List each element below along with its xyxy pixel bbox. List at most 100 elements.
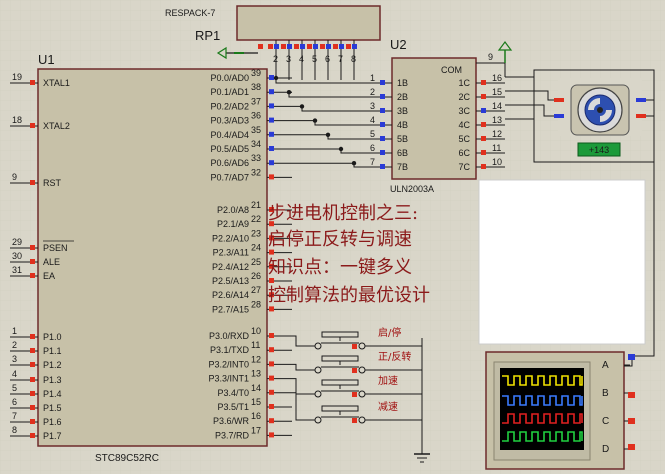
u1-pin-state (269, 221, 274, 227)
bus-wire (292, 120, 368, 126)
rp1-pin-state (326, 44, 331, 49)
u1-pin-state (30, 80, 35, 85)
junction-dot (299, 104, 305, 109)
junction-dot (286, 90, 292, 95)
rp1-pin-number: 3 (286, 54, 291, 64)
u2-pin-state (481, 136, 486, 141)
u2-input-pin-number: 6 (370, 143, 375, 153)
u1-pin-number: 19 (12, 72, 22, 82)
u1-pin-number: 32 (251, 167, 261, 177)
u1-pin-name: P2.7/A15 (212, 304, 249, 314)
u1-pin-name: P2.2/A10 (212, 233, 249, 243)
push-button-3[interactable]: 加速 (314, 375, 422, 398)
push-button-4[interactable]: 减速 (314, 401, 422, 424)
button-state (352, 344, 357, 349)
rp1-pin-number: 8 (351, 54, 356, 64)
u2-output-pin-number: 14 (492, 101, 502, 111)
button-label: 减速 (378, 401, 398, 413)
u1-pin-name: P3.0/RXD (209, 331, 250, 341)
u2-pin-state (481, 150, 486, 155)
u1-pin-name: P3.1/TXD (210, 345, 250, 355)
title-line-1: 步进电机控制之三: (268, 203, 418, 224)
scope-screen (500, 368, 584, 450)
button-contact (358, 342, 366, 350)
push-button-2[interactable]: 正/反转 (314, 350, 422, 374)
scope-probe-pin (628, 392, 635, 398)
motor-coil-pin (636, 98, 646, 102)
motor-coil-pin (554, 114, 564, 118)
u2-input-pin-number: 1 (370, 73, 375, 83)
u2-input-pin-number: 4 (370, 115, 375, 125)
button-ground-wiring (414, 338, 430, 463)
rp1-power-arrow (216, 46, 227, 60)
u1-pin-name: P1.3 (43, 375, 62, 385)
button-state (352, 392, 357, 397)
u2-input-name: 3B (397, 106, 408, 116)
title-line-4: 控制算法的最优设计 (268, 285, 430, 306)
u1-pin-number: 35 (251, 125, 261, 135)
u1-pin-name: P0.2/AD2 (210, 101, 249, 111)
rp1-pin-number: 6 (325, 54, 330, 64)
u1-pin-state (30, 334, 35, 339)
stepper-motor[interactable]: +143 (533, 69, 655, 163)
button-contact (314, 390, 322, 398)
button-cap (321, 379, 359, 386)
u1-pin-name: PSEN (43, 243, 68, 253)
u1-pin-state (30, 362, 35, 367)
u1-pin-number: 13 (251, 369, 261, 379)
button-state (352, 418, 357, 423)
push-button-1[interactable]: 启/停 (314, 326, 422, 350)
u1-pin-number: 9 (12, 172, 17, 182)
u1-pin-number: 33 (251, 153, 261, 163)
u1-microcontroller[interactable]: U1 STC89C52RC 19XTAL118XTAL29RST29PSEN30… (10, 52, 292, 464)
junction-dot (351, 161, 357, 166)
title-block: 步进电机控制之三: 启停正反转与调速 知识点：一键多义 控制算法的最优设计 (268, 203, 430, 306)
rp1-pin-number: 2 (273, 54, 278, 64)
motor-shaft (597, 107, 603, 113)
button-signal-wire (292, 363, 315, 371)
u1-pin-state (269, 389, 274, 395)
u2-output-name: 6C (458, 148, 470, 158)
scope-trace-1 (502, 375, 583, 386)
u1-pin-state (269, 404, 274, 409)
u1-pin-number: 29 (12, 237, 22, 247)
u2-ref-label: U2 (390, 37, 407, 52)
u1-pin-state (269, 306, 274, 312)
u1-pin-state (30, 123, 35, 128)
u1-pin-state (30, 419, 35, 424)
u2-input-name: 5B (397, 134, 408, 144)
button-contact (358, 366, 366, 374)
button-label: 加速 (378, 375, 398, 387)
u1-pin-number: 12 (251, 354, 261, 364)
p0-bus-wires (273, 75, 368, 168)
u1-pin-number: 25 (251, 257, 261, 267)
u2-output-pin-number: 13 (492, 115, 502, 125)
button-signal-wire (292, 392, 315, 421)
u2-output-pin-number: 16 (492, 73, 502, 83)
u1-pin-state (269, 146, 274, 151)
title-line-3: 知识点：一键多义 (268, 257, 412, 278)
u2-input-name: 2B (397, 92, 408, 102)
u2-input-name: 7B (397, 162, 408, 172)
rp1-pin-state (320, 44, 325, 49)
button-cap (321, 331, 359, 338)
u1-pin-state (269, 75, 274, 80)
u2-input-pin-number: 5 (370, 129, 375, 139)
u1-pin-number: 23 (251, 228, 261, 238)
u1-pin-number: 24 (251, 243, 261, 253)
scope-probe-pin (628, 418, 635, 424)
u2-pin-state (380, 164, 385, 169)
u2-pin-state (380, 80, 385, 85)
u1-pin-name: P1.1 (43, 346, 62, 356)
u1-pin-name: P1.0 (43, 332, 62, 342)
rp1-pin-state (307, 44, 312, 49)
scope-channel-label: B (602, 388, 609, 399)
u1-pin-number: 16 (251, 411, 261, 421)
u1-pin-name: P3.2/INT0 (208, 359, 249, 369)
